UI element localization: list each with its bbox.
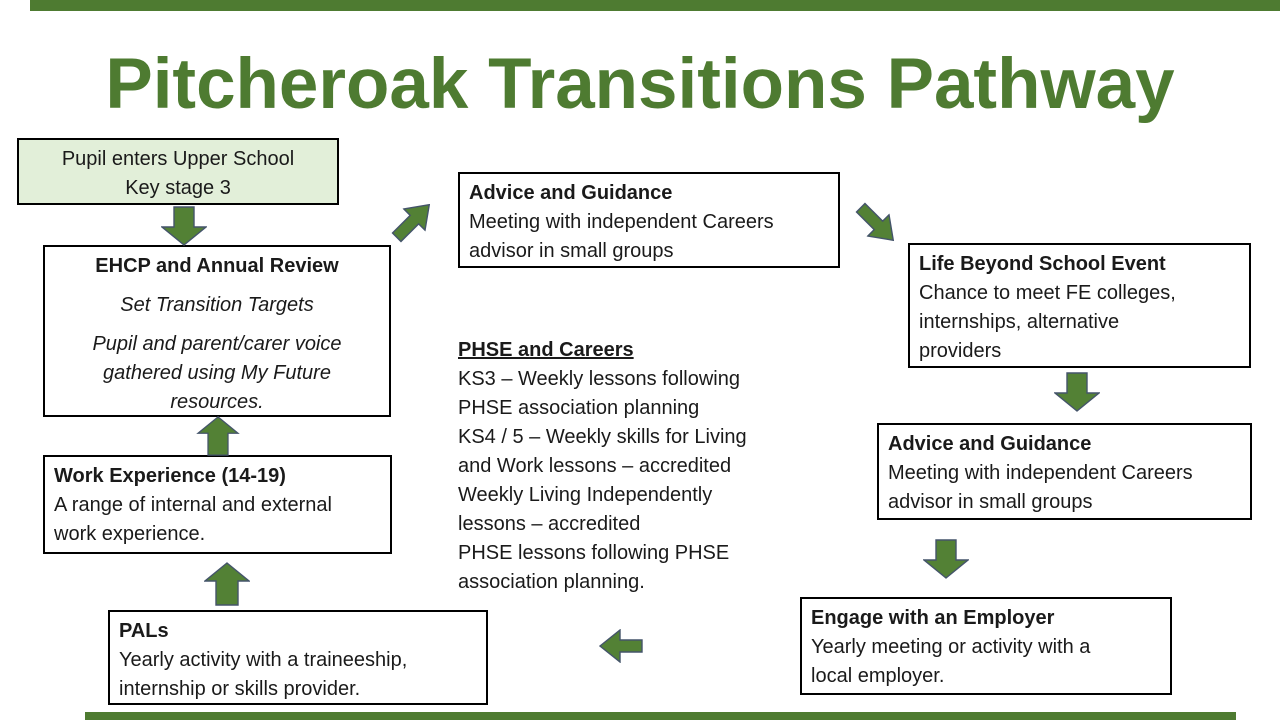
arrow-pupil-to-ehcp-icon — [161, 206, 207, 246]
engage-employer-box: Engage with an Employer Yearly meeting o… — [800, 597, 1172, 695]
bottom-accent-bar — [85, 712, 1236, 720]
advice-right-line1: Meeting with independent Careers — [888, 462, 1193, 484]
ehcp-voice-line3: resources. — [170, 391, 264, 413]
ehcp-heading: EHCP and Annual Review — [95, 255, 339, 277]
page-title: Pitcheroak Transitions Pathway — [105, 45, 1175, 124]
life-beyond-heading: Life Beyond School Event — [919, 253, 1166, 275]
phse-careers-block: PHSE and Careers KS3 – Weekly lessons fo… — [458, 336, 778, 598]
life-beyond-school-box: Life Beyond School Event Chance to meet … — [908, 243, 1251, 368]
pals-box: PALs Yearly activity with a traineeship,… — [108, 610, 488, 705]
phse-line1: KS3 – Weekly lessons following — [458, 368, 740, 390]
arrow-life-beyond-to-advice-right-icon — [1054, 371, 1100, 413]
pals-line1: Yearly activity with a traineeship, — [119, 649, 408, 671]
engage-employer-line1: Yearly meeting or activity with a — [811, 636, 1091, 658]
life-beyond-line3: providers — [919, 340, 1002, 362]
pals-heading: PALs — [119, 620, 169, 642]
phse-line4: and Work lessons – accredited — [458, 455, 732, 477]
arrow-advice-right-to-engage-icon — [923, 537, 969, 581]
phse-line3: KS4 / 5 – Weekly skills for Living — [458, 426, 747, 448]
arrow-advice-to-life-beyond-icon — [849, 196, 906, 253]
advice-right-line2: advisor in small groups — [888, 491, 1093, 513]
phse-line7: PHSE lessons following PHSE — [458, 542, 730, 564]
work-experience-heading: Work Experience (14-19) — [54, 465, 286, 487]
pals-line2: internship or skills provider. — [119, 678, 361, 700]
life-beyond-line2: internships, alternative — [919, 311, 1120, 333]
advice-guidance-top-box: Advice and Guidance Meeting with indepen… — [458, 172, 840, 268]
advice-top-line1: Meeting with independent Careers — [469, 211, 774, 233]
phse-line8: association planning. — [458, 571, 645, 593]
phse-line2: PHSE association planning — [458, 397, 700, 419]
top-accent-bar — [30, 0, 1280, 11]
ehcp-annual-review-box: EHCP and Annual Review Set Transition Ta… — [43, 245, 391, 417]
arrow-workexp-to-ehcp-icon — [195, 416, 241, 456]
engage-employer-line2: local employer. — [811, 665, 945, 687]
ehcp-transition-targets: Set Transition Targets — [120, 294, 314, 316]
arrow-pals-to-workexp-icon — [204, 561, 250, 607]
advice-right-heading: Advice and Guidance — [888, 433, 1092, 455]
phse-heading: PHSE and Careers — [458, 339, 634, 361]
work-experience-line2: work experience. — [54, 523, 206, 545]
pupil-entry-line1: Pupil enters Upper School — [61, 148, 295, 170]
arrow-engage-to-pals-icon — [599, 629, 643, 663]
engage-employer-heading: Engage with an Employer — [811, 607, 1055, 629]
life-beyond-line1: Chance to meet FE colleges, — [919, 282, 1176, 304]
phse-line5: Weekly Living Independently — [458, 484, 713, 506]
pupil-entry-line2: Key stage 3 — [125, 177, 231, 199]
arrow-ehcp-to-advice-icon — [385, 193, 442, 250]
work-experience-line1: A range of internal and external — [54, 494, 332, 516]
ehcp-voice-line2: gathered using My Future — [103, 362, 331, 384]
advice-guidance-right-box: Advice and Guidance Meeting with indepen… — [877, 423, 1252, 520]
advice-top-heading: Advice and Guidance — [469, 182, 673, 204]
ehcp-voice-line1: Pupil and parent/carer voice — [92, 333, 342, 355]
advice-top-line2: advisor in small groups — [469, 240, 674, 262]
work-experience-box: Work Experience (14-19) A range of inter… — [43, 455, 392, 554]
phse-line6: lessons – accredited — [458, 513, 641, 535]
pupil-entry-box: Pupil enters Upper School Key stage 3 — [17, 138, 339, 205]
